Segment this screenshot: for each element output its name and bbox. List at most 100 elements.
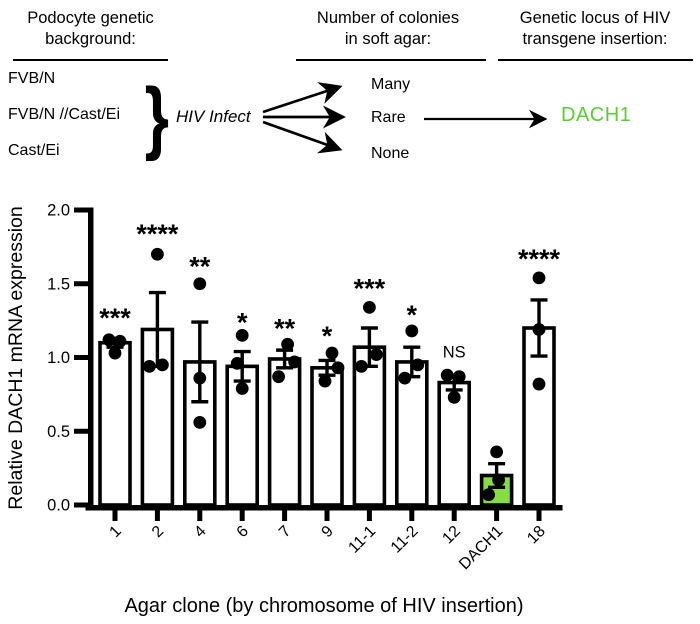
x-tick-6 [239,510,245,521]
x-tick-label-2: 2 [149,523,167,541]
dach1-locus-label: DACH1 [561,104,632,126]
fan-arrow-none [262,120,343,154]
data-point [143,359,156,373]
data-point [370,348,383,361]
data-point [331,361,345,375]
x-tick-label-7: 7 [276,523,294,541]
sig-label-11-2: * [407,300,418,330]
x-tick-1 [112,510,118,521]
podocyte-heading-line1: Podocyte genetic [27,9,154,27]
x-tick-label-18: 18 [524,523,549,548]
fan-arrow-many [262,82,343,114]
dach1-expression-bar-chart: ***1****2**4*6**7*9***11-1*11-2NS12DACH1… [5,202,563,617]
sig-label-12: NS [443,344,466,362]
diagram-arrows [262,82,548,154]
background-cast: Cast/Ei [8,142,60,159]
sig-label-9: * [322,321,333,351]
data-point [440,368,454,382]
data-point [193,371,207,385]
sig-label-18: **** [518,244,561,274]
podocyte-heading-underline [13,59,168,61]
grouping-brace: } [144,70,170,162]
data-point [492,473,505,487]
y-tick-2.0 [74,207,88,213]
locus-heading: Genetic locus of HIV transgene insertion… [494,8,696,50]
x-tick-11-1 [366,510,372,521]
x-tick-label-11-2: 11-2 [388,523,422,557]
x-tick-label-4: 4 [191,523,209,541]
locus-heading-underline [498,59,693,61]
x-tick-9 [324,510,330,521]
locus-heading-line2: transgene insertion: [522,30,668,48]
hiv-infect-label: HIV Infect [176,107,251,126]
sig-label-2: **** [136,219,179,249]
colony-level-many: Many [371,76,411,93]
sig-label-1: *** [99,303,131,333]
y-axis [88,207,94,511]
data-point [151,247,164,261]
background-fvbn-cast: FVB/N //Cast/Ei [8,106,121,123]
x-axis-title: Agar clone (by chromosome of HIV inserti… [124,595,523,617]
data-point [102,333,116,347]
bar-1 [98,340,132,507]
data-point [411,358,425,372]
data-point [490,445,503,459]
data-point [532,377,546,391]
data-point [363,300,376,314]
y-tick-1.0 [74,355,88,360]
colonies-heading-line1: Number of colonies [316,9,460,27]
data-point [405,324,419,338]
data-point [452,370,466,384]
x-tick-12 [451,510,457,521]
colonies-heading: Number of colonies in soft agar: [288,8,488,50]
data-point [318,374,332,388]
colony-level-none: None [371,145,410,162]
data-point [288,355,301,369]
data-point [230,357,244,370]
x-tick-2 [154,510,160,521]
data-point [235,328,249,342]
data-point [532,271,546,285]
sig-label-7: ** [274,314,296,344]
x-tick-11-2 [409,510,415,521]
podocyte-heading-line2: background: [45,30,136,48]
x-tick-label-1: 1 [107,523,125,541]
data-point [482,488,495,502]
y-tick-0.0 [74,502,88,508]
x-tick-label-6: 6 [234,523,252,541]
y-tick-label-1.5: 1.5 [47,275,70,293]
data-point [193,416,207,429]
x-tick-label-DACH1: DACH1 [456,523,506,573]
y-tick-1.5 [74,281,88,287]
data-point [281,337,294,351]
sig-label-4: ** [189,252,211,282]
data-point [235,382,249,395]
data-point [447,390,461,404]
locus-heading-line1: Genetic locus of HIV [519,9,671,27]
data-point [272,370,285,384]
background-fvbn: FVB/N [8,70,56,87]
x-tick-18 [536,510,542,521]
y-tick-label-2.0: 2.0 [47,202,70,220]
x-tick-label-9: 9 [319,523,337,541]
data-point [156,358,169,372]
data-point [325,346,339,360]
x-tick-label-12: 12 [439,523,464,548]
bar-9 [310,366,344,507]
x-tick-DACH1 [494,510,500,521]
y-tick-0.5 [74,428,88,434]
data-point [193,277,207,291]
experiment-diagram: Podocyte genetic background: FVB/N FVB/N… [0,0,700,180]
y-tick-label-0.0: 0.0 [47,497,70,515]
data-point [398,371,412,385]
x-axis [85,505,563,511]
colonies-heading-line2: in soft agar: [344,30,432,48]
y-tick-label-0.5: 0.5 [47,423,70,441]
colony-level-rare: Rare [371,109,406,126]
y-tick-label-1.0: 1.0 [47,349,70,367]
sig-label-6: * [237,308,248,338]
y-axis-title: Relative DACH1 mRNA expression [5,206,27,509]
colonies-heading-underline [296,59,486,61]
x-tick-label-11-1: 11-1 [345,523,379,557]
